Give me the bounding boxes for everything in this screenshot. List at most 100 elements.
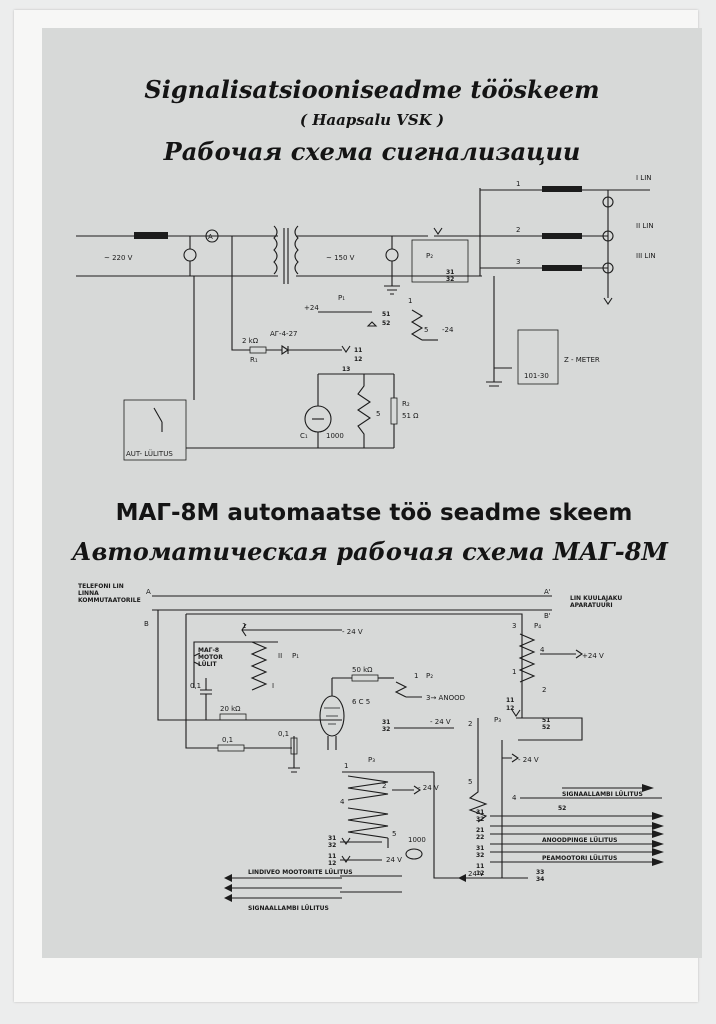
svg-text:SIGNAALLAMBI LÜLITUS: SIGNAALLAMBI LÜLITUS bbox=[248, 905, 329, 912]
svg-text:3: 3 bbox=[512, 622, 516, 630]
svg-text:LINDIVEO MOOTORITE LÜLITUS: LINDIVEO MOOTORITE LÜLITUS bbox=[248, 869, 353, 876]
svg-text:+24 V: +24 V bbox=[582, 652, 604, 660]
svg-text:31: 31 bbox=[446, 269, 454, 276]
svg-text:20 kΩ: 20 kΩ bbox=[220, 705, 241, 713]
svg-text:31: 31 bbox=[476, 809, 484, 816]
svg-text:13: 13 bbox=[342, 366, 350, 373]
svg-text:34: 34 bbox=[536, 876, 544, 883]
bottom-title-russian: Автоматическая рабочая схема MAГ-8M bbox=[70, 537, 669, 566]
svg-text:LINNA: LINNA bbox=[78, 590, 99, 597]
bottom-title-estonian: MAГ-8M automaatse töö seadme skeem bbox=[116, 500, 633, 526]
svg-text:B: B bbox=[144, 620, 149, 628]
schematic-photograph: Signalisatsiooniseadme tööskeem ( Haapsa… bbox=[42, 28, 702, 958]
svg-text:TELEFONI LIN: TELEFONI LIN bbox=[78, 583, 124, 590]
svg-text:11: 11 bbox=[506, 697, 514, 704]
svg-text:1000: 1000 bbox=[408, 836, 426, 844]
svg-text:32: 32 bbox=[476, 852, 484, 859]
svg-text:A: A bbox=[208, 233, 213, 241]
svg-text:AГ-4-27: AГ-4-27 bbox=[270, 330, 297, 338]
voltmeter-150 bbox=[385, 248, 399, 262]
svg-text:3: 3 bbox=[516, 258, 520, 266]
svg-text:I: I bbox=[272, 682, 274, 690]
svg-text:P₂: P₂ bbox=[426, 672, 433, 680]
svg-text:P₂: P₂ bbox=[426, 252, 433, 260]
svg-text:1000: 1000 bbox=[326, 432, 344, 440]
svg-text:52: 52 bbox=[558, 805, 566, 812]
svg-text:33: 33 bbox=[536, 869, 544, 876]
svg-text:24 V: 24 V bbox=[468, 870, 484, 878]
ammeter bbox=[205, 229, 219, 243]
svg-text:31: 31 bbox=[328, 835, 336, 842]
svg-text:III LIN: III LIN bbox=[636, 252, 656, 260]
svg-text:24 V: 24 V bbox=[386, 856, 402, 864]
svg-text:31: 31 bbox=[382, 719, 390, 726]
top-title-russian: Рабочая схема сигнализации bbox=[163, 137, 581, 166]
schematic-drawing: Signalisatsiooniseadme tööskeem ( Haapsa… bbox=[70, 75, 669, 912]
svg-text:0,1: 0,1 bbox=[190, 682, 201, 690]
svg-text:PEAMOOTORI LÜLITUS: PEAMOOTORI LÜLITUS bbox=[542, 855, 617, 862]
svg-text:~ 150 V: ~ 150 V bbox=[326, 254, 355, 262]
svg-text:I LIN: I LIN bbox=[636, 174, 652, 182]
svg-text:2 kΩ: 2 kΩ bbox=[242, 337, 259, 345]
svg-text:A: A bbox=[146, 588, 151, 596]
svg-text:5: 5 bbox=[468, 778, 472, 786]
svg-text:ANOODPINGE LÜLITUS: ANOODPINGE LÜLITUS bbox=[542, 837, 617, 844]
svg-text:+24: +24 bbox=[304, 304, 319, 312]
svg-text:MOTOR: MOTOR bbox=[198, 654, 223, 661]
svg-text:1: 1 bbox=[414, 672, 418, 680]
svg-text:32: 32 bbox=[446, 276, 454, 283]
svg-text:P₄: P₄ bbox=[534, 622, 541, 630]
top-title-estonian: Signalisatsiooniseadme tööskeem bbox=[144, 75, 599, 104]
svg-text:MAГ-8: MAГ-8 bbox=[198, 647, 219, 654]
svg-text:LÜLIT: LÜLIT bbox=[198, 661, 218, 668]
svg-text:51 Ω: 51 Ω bbox=[402, 412, 419, 420]
svg-text:SIGNAALLAMBI LÜLITUS: SIGNAALLAMBI LÜLITUS bbox=[562, 791, 643, 798]
svg-text:P₁: P₁ bbox=[338, 294, 345, 302]
svg-text:B': B' bbox=[544, 612, 551, 620]
top-subtitle: ( Haapsalu VSK ) bbox=[300, 111, 444, 129]
mag-8m-automatic-circuit-diagram: TELEFONI LIN LINNA KOMMUTAATORILE A B A'… bbox=[78, 583, 664, 912]
svg-text:AUT- LÜLITUS: AUT- LÜLITUS bbox=[126, 449, 173, 458]
svg-text:1: 1 bbox=[344, 762, 348, 770]
svg-text:P₃: P₃ bbox=[368, 756, 375, 764]
svg-text:2: 2 bbox=[516, 226, 520, 234]
svg-text:R₁: R₁ bbox=[250, 356, 258, 364]
svg-text:4: 4 bbox=[540, 646, 545, 654]
svg-text:12: 12 bbox=[328, 860, 336, 867]
svg-text:II: II bbox=[278, 652, 282, 660]
svg-text:12: 12 bbox=[354, 356, 362, 363]
svg-text:Z - METER: Z - METER bbox=[564, 356, 600, 364]
svg-text:32: 32 bbox=[328, 842, 336, 849]
svg-text:1: 1 bbox=[516, 180, 520, 188]
svg-text:3→ ANOOD: 3→ ANOOD bbox=[426, 694, 465, 702]
svg-text:- 24 V: - 24 V bbox=[418, 784, 439, 792]
auto-switch-box bbox=[123, 399, 187, 461]
svg-text:5: 5 bbox=[392, 830, 396, 838]
svg-text:KOMMUTAATORILE: KOMMUTAATORILE bbox=[78, 597, 141, 604]
svg-text:51: 51 bbox=[542, 717, 550, 724]
svg-text:P₃: P₃ bbox=[494, 716, 501, 724]
svg-text:52: 52 bbox=[542, 724, 550, 731]
capacitor-c1 bbox=[304, 405, 332, 433]
svg-text:P₁: P₁ bbox=[292, 652, 299, 660]
svg-text:APARATUURI: APARATUURI bbox=[570, 602, 613, 609]
svg-text:- 24 V: - 24 V bbox=[430, 718, 451, 726]
svg-text:52: 52 bbox=[382, 320, 390, 327]
transformer bbox=[273, 225, 299, 284]
signalling-circuit-diagram: A ~ 220 V ~ 150 V P₂ 31 32 1 2 3 bbox=[76, 174, 656, 461]
svg-text:22: 22 bbox=[476, 834, 484, 841]
relay-p2 bbox=[411, 239, 469, 283]
svg-text:101-30: 101-30 bbox=[524, 372, 549, 380]
svg-text:-24: -24 bbox=[442, 326, 454, 334]
svg-text:~ 220 V: ~ 220 V bbox=[104, 254, 133, 262]
svg-text:11: 11 bbox=[354, 347, 362, 354]
svg-text:2: 2 bbox=[468, 720, 472, 728]
svg-text:32: 32 bbox=[382, 726, 390, 733]
voltmeter-220 bbox=[183, 248, 197, 262]
svg-text:21: 21 bbox=[476, 827, 484, 834]
svg-text:51: 51 bbox=[382, 311, 390, 318]
svg-text:LIN KUULAJAKU: LIN KUULAJAKU bbox=[570, 595, 622, 602]
svg-text:- 24 V: - 24 V bbox=[518, 756, 539, 764]
svg-text:6 C 5: 6 C 5 bbox=[352, 698, 370, 706]
svg-text:1: 1 bbox=[242, 622, 246, 630]
